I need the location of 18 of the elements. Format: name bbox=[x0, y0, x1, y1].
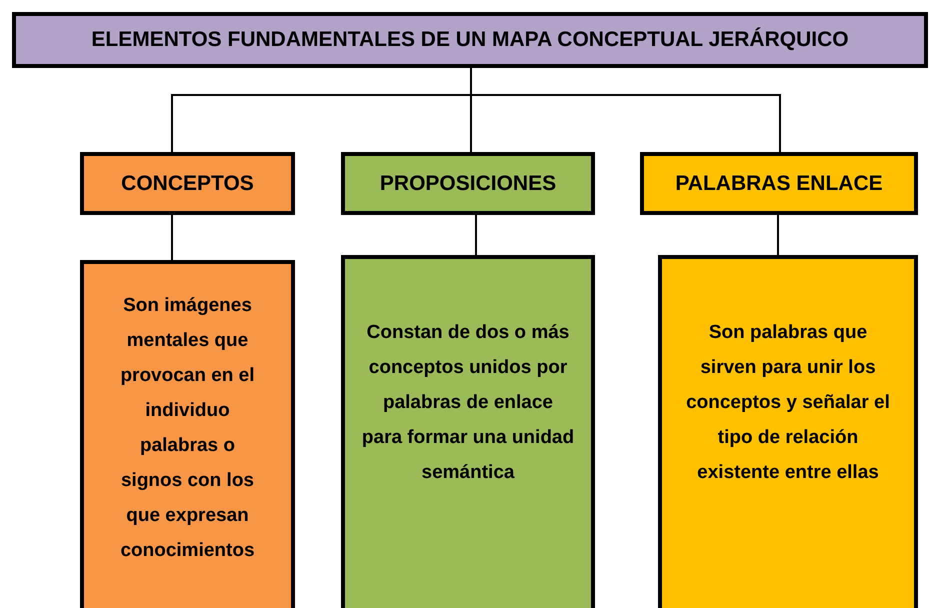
connector-line bbox=[475, 215, 477, 255]
connector-line bbox=[171, 215, 173, 260]
heading-box bbox=[640, 152, 918, 215]
title-text: ELEMENTOS FUNDAMENTALES DE UN MAPA CONCEPTUAL JERÁRQUICO bbox=[91, 27, 849, 53]
description-text: Son imágenes mentales que provocan en el individuo palabras o signos con los que expresan conocimientos bbox=[119, 294, 256, 563]
description-box bbox=[80, 260, 295, 608]
heading-text: PALABRAS ENLACE bbox=[675, 170, 883, 196]
heading-text: PROPOSICIONES bbox=[380, 170, 556, 196]
heading-text: CONCEPTOS bbox=[121, 170, 254, 196]
title-box bbox=[12, 12, 928, 68]
description-box bbox=[341, 255, 595, 608]
heading-box bbox=[341, 152, 595, 215]
description-text: Constan de dos o más conceptos unidos por palabras de enlace para formar una unidad semántica bbox=[361, 321, 575, 485]
connector-line bbox=[777, 215, 779, 255]
description-text: Son palabras que sirven para unir los conceptos y señalar el tipo de relación existente entre ellas bbox=[685, 321, 891, 485]
connector-line bbox=[470, 68, 781, 152]
description-box bbox=[658, 255, 918, 608]
heading-box bbox=[80, 152, 295, 215]
